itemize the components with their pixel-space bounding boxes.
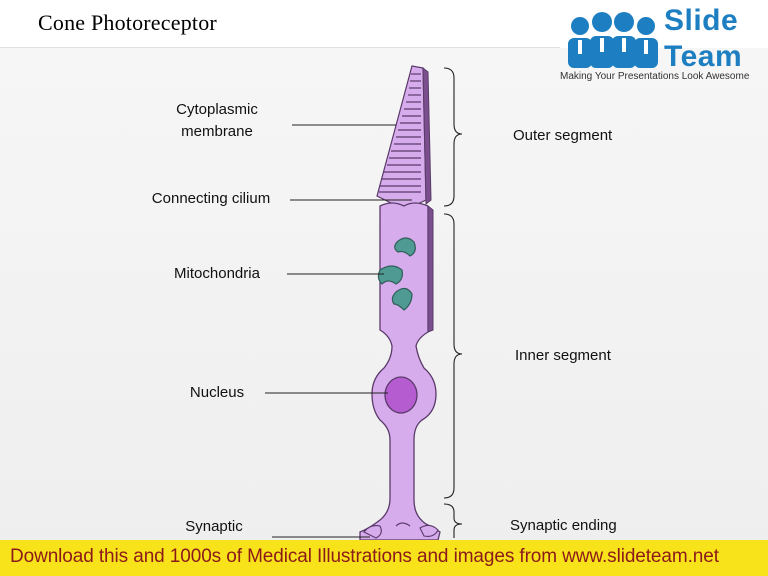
label-connecting-cilium: Connecting cilium xyxy=(151,190,271,207)
nucleus-shape xyxy=(384,376,418,414)
brace-synaptic-ending xyxy=(443,503,463,538)
label-synaptic: Synaptic xyxy=(185,518,243,535)
slideteam-logo: Slide Team Making Your Presentations Loo… xyxy=(558,4,758,84)
download-banner xyxy=(0,540,768,576)
mitochondrion-3 xyxy=(391,287,413,311)
label-inner-segment: Inner segment xyxy=(515,347,611,364)
logo-word-slide: Slide xyxy=(664,4,739,37)
label-cytoplasmic-line1: Cytoplasmic xyxy=(176,101,258,118)
logo-tagline: Making Your Presentations Look Awesome xyxy=(560,71,750,82)
brace-inner-segment xyxy=(443,213,463,499)
logo-word-team: Team xyxy=(664,40,743,73)
label-outer-segment: Outer segment xyxy=(513,127,613,144)
mitochondrion-2 xyxy=(377,265,403,285)
synaptic-projections xyxy=(363,522,439,539)
membrane-folds xyxy=(379,73,421,193)
leader-lines xyxy=(265,124,412,538)
label-cytoplasmic-membrane: Cytoplasmic membrane xyxy=(150,99,284,143)
brace-outer-segment xyxy=(443,67,463,207)
download-banner-link[interactable]: Download this and 1000s of Medical Illus… xyxy=(10,546,719,567)
title-divider xyxy=(0,47,560,48)
label-nucleus: Nucleus xyxy=(189,384,245,401)
label-mitochondria: Mitochondria xyxy=(174,265,260,282)
segment-braces xyxy=(443,67,463,538)
inner-segment-shape xyxy=(359,202,441,541)
slide-title: Cone Photoreceptor xyxy=(38,10,217,35)
people-icon xyxy=(568,12,658,68)
label-cytoplasmic-line2: membrane xyxy=(181,123,253,140)
label-synaptic-ending: Synaptic ending xyxy=(510,517,617,534)
mitochondria-group xyxy=(377,237,416,311)
mitochondrion-1 xyxy=(394,237,416,257)
